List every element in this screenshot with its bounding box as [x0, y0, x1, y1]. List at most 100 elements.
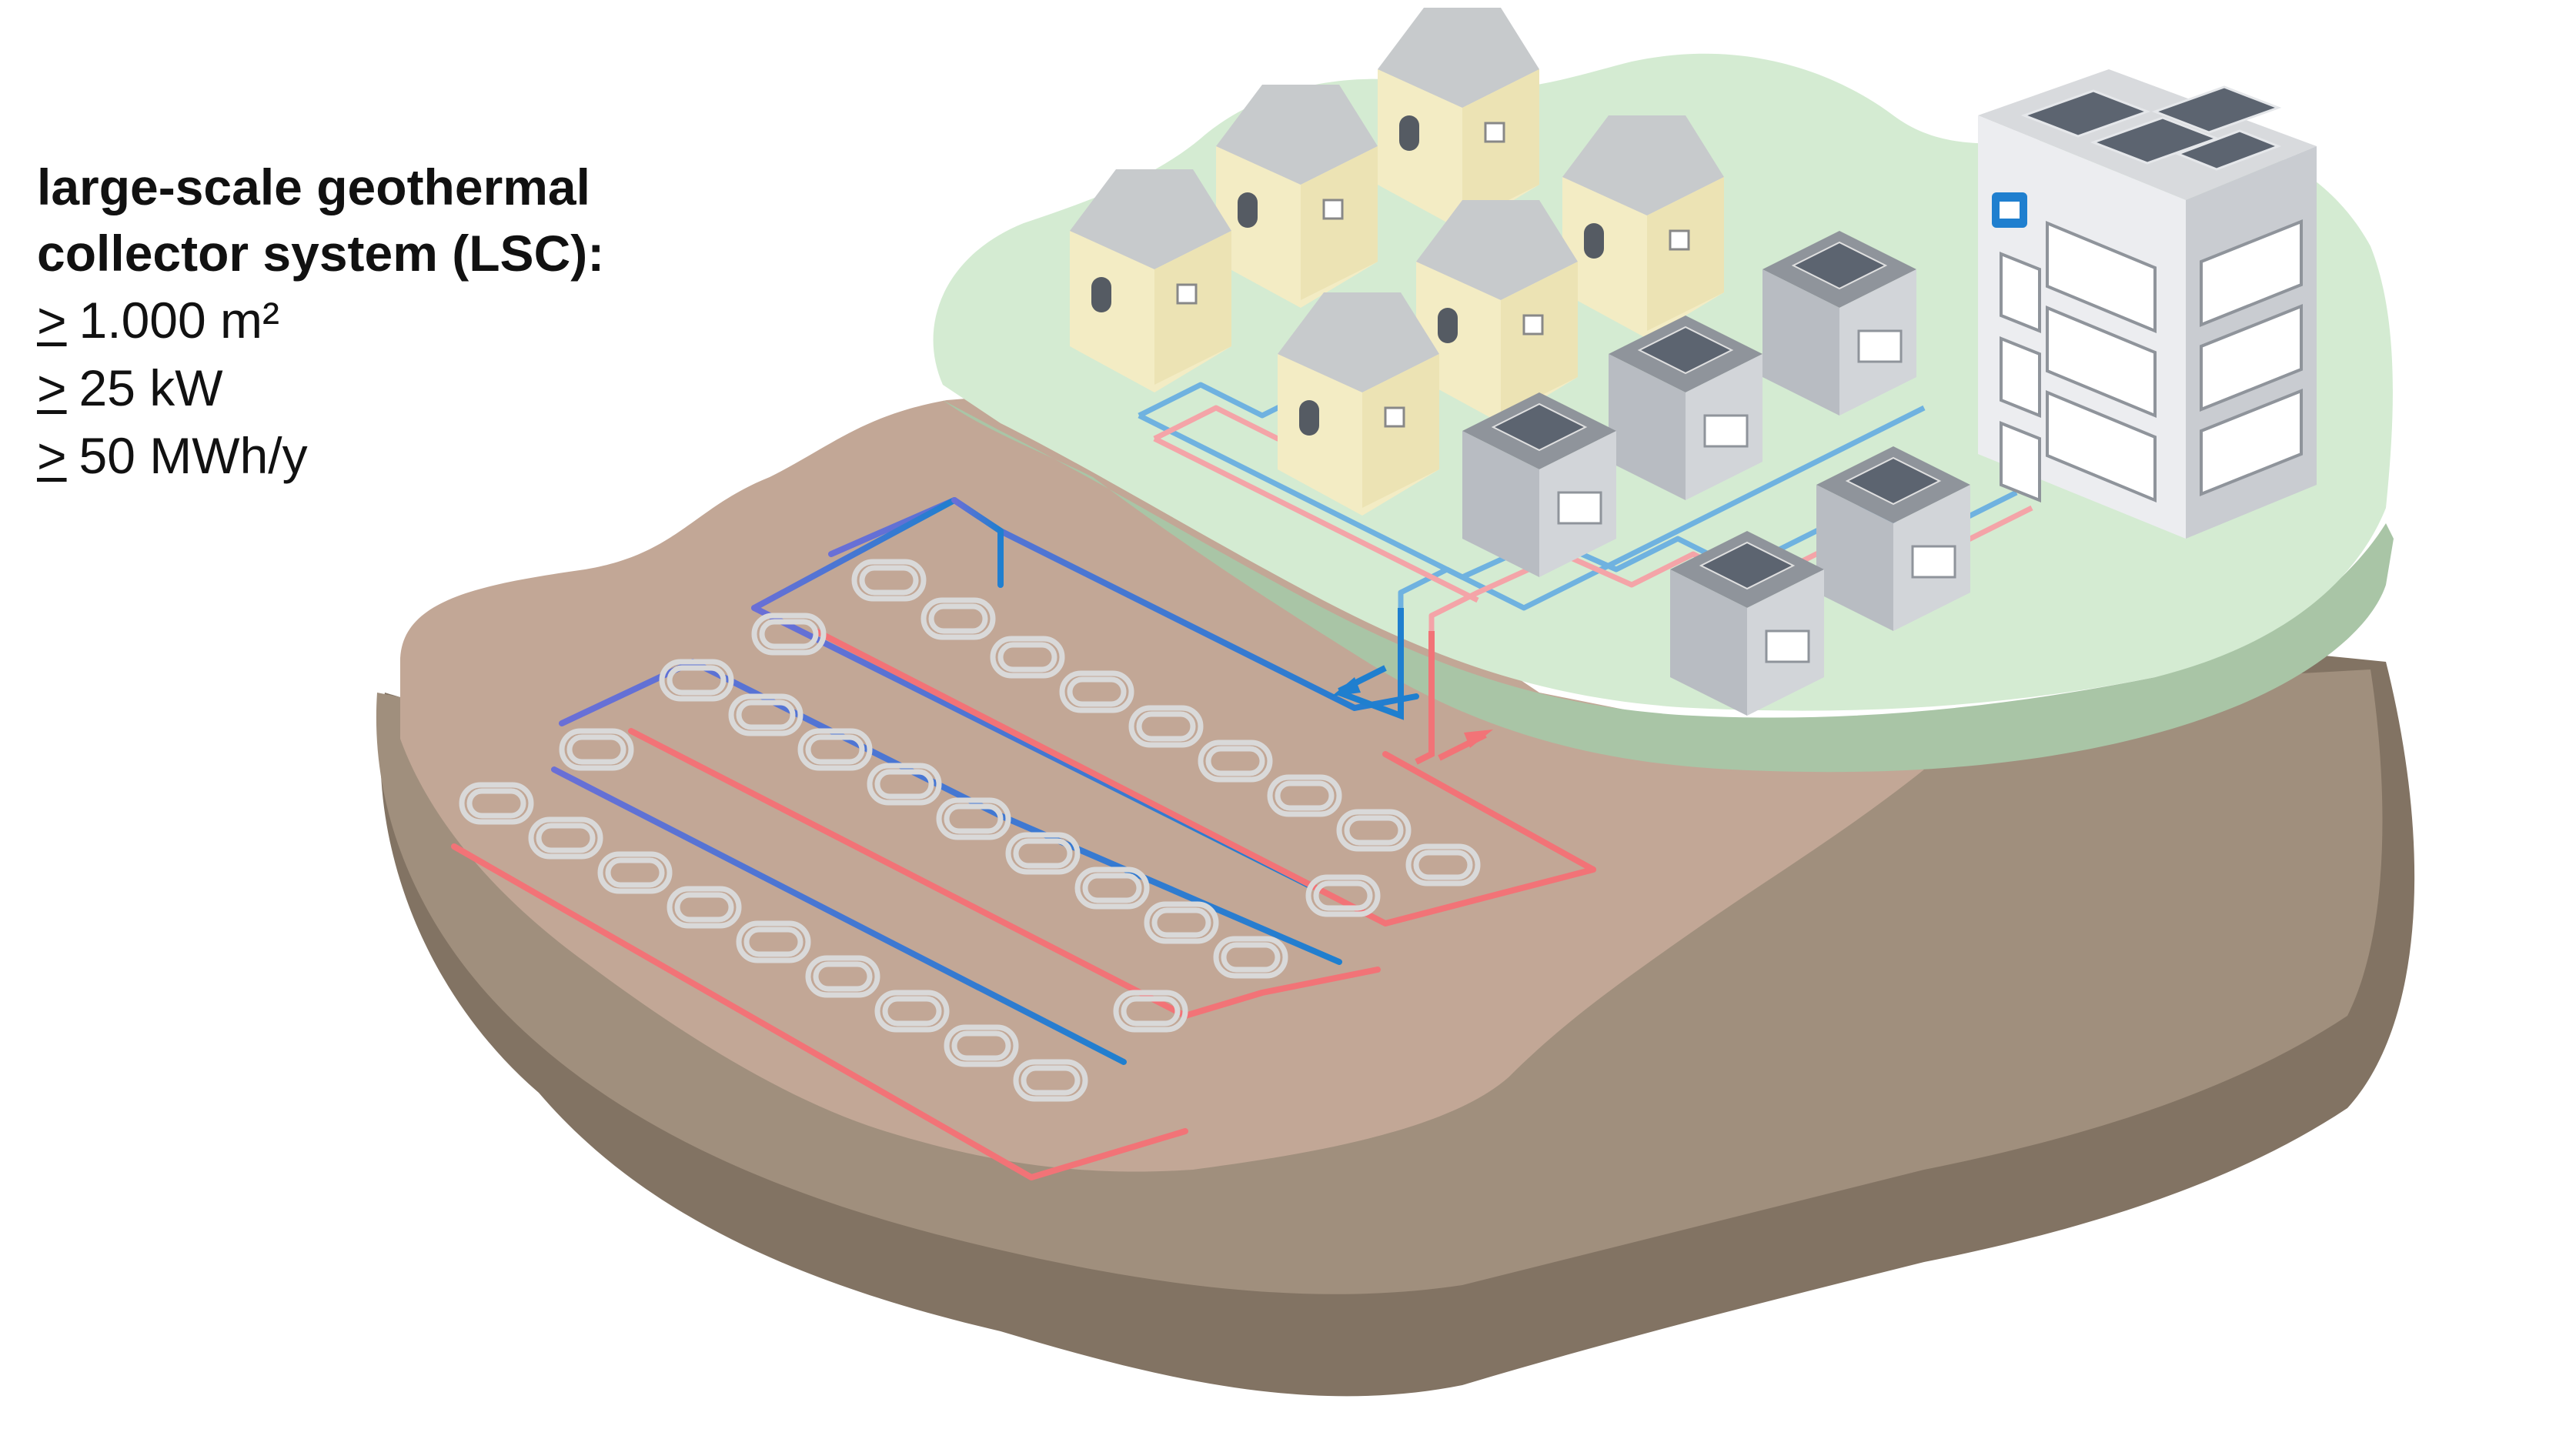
collector-loop: [1074, 866, 1150, 910]
spec-power-symbol: >: [37, 359, 67, 416]
arrow-up-right-icon: [1438, 730, 1493, 761]
collector-loop: [1067, 676, 1127, 707]
collector-loop: [813, 961, 873, 992]
legend-title-line-2: collector system (LSC):: [37, 225, 605, 282]
collector-loop: [851, 559, 927, 602]
cold-manifold-middle: [751, 497, 957, 611]
warm-connector: [1382, 751, 1596, 873]
collector-loop: [1213, 936, 1288, 979]
garage: [1609, 316, 1762, 500]
collector-loop: [736, 920, 811, 963]
collector-loop: [944, 1024, 1019, 1067]
arrow-down-left-icon: [1331, 665, 1387, 696]
collector-loop: [1275, 780, 1335, 811]
collector-loop: [1059, 670, 1134, 713]
collector-loop: [1344, 815, 1404, 846]
collector-loop: [1128, 705, 1204, 748]
collector-loop: [1013, 838, 1073, 869]
collector-loop: [667, 665, 727, 696]
collector-loop: [667, 886, 742, 929]
house: [1378, 8, 1539, 231]
collector-loop: [920, 597, 996, 640]
collector-loop: [805, 734, 865, 765]
warm-manifold-row1: [813, 628, 1596, 927]
office-windows: [2000, 219, 2303, 502]
cold-connector: [951, 497, 1004, 588]
collector-loop: [1198, 740, 1273, 783]
collector-loop: [867, 763, 942, 806]
lsc-legend: large-scale geothermal collector system …: [37, 154, 604, 489]
collector-loop: [1082, 873, 1142, 903]
collector-loop: [743, 927, 804, 957]
house: [1562, 115, 1724, 339]
warm-line-houses-b: [1153, 436, 1479, 603]
spec-area-value: 1.000 m²: [79, 292, 280, 349]
collector-loop: [759, 619, 819, 649]
collector-loop: [736, 699, 796, 730]
collector-loop: [928, 603, 988, 634]
collector-loop: [1144, 901, 1219, 944]
collector-loop: [859, 565, 919, 596]
collector-loops: [459, 559, 1481, 1102]
collector-loop: [951, 1030, 1011, 1061]
collector-loop: [997, 642, 1057, 673]
collector-loop: [1305, 874, 1381, 917]
warm-manifold-row3: [451, 843, 1188, 1180]
collector-loop: [936, 797, 1011, 840]
garage: [1462, 392, 1616, 577]
collector-loop: [1221, 942, 1281, 973]
collector-loop: [1136, 711, 1196, 742]
garage: [1816, 446, 1970, 631]
warm-riser: [1415, 631, 1435, 765]
collector-loop: [874, 769, 934, 800]
collector-loop: [1267, 774, 1342, 817]
collector-loop: [1121, 996, 1181, 1027]
collector-loop: [674, 892, 734, 923]
spec-energy-value: 50 MWh/y: [79, 427, 308, 484]
collector-loop: [728, 693, 804, 736]
cold-line-garages: [1461, 405, 1926, 611]
collector-loop: [990, 636, 1065, 679]
collector-loop: [944, 803, 1004, 834]
soil-top: [400, 385, 1924, 1172]
collector-loop: [1336, 809, 1412, 852]
collector-loop: [1013, 1059, 1088, 1102]
collector-loop: [874, 990, 950, 1033]
legend-title-line-1: large-scale geothermal: [37, 159, 590, 215]
collector-loop: [528, 816, 603, 860]
collector-loop: [1005, 832, 1081, 875]
spec-energy-symbol: >: [37, 427, 67, 484]
house: [1416, 200, 1578, 423]
collector-loop: [805, 955, 880, 998]
office-building: [1978, 69, 2317, 539]
house: [1070, 169, 1231, 392]
spec-area-symbol: >: [37, 292, 67, 349]
garages: [1462, 231, 1970, 716]
loop-row-a: [851, 559, 1481, 886]
collector-loop: [1413, 850, 1473, 880]
collector-loop: [1313, 880, 1373, 911]
spec-area: >1.000 m²: [37, 286, 604, 354]
cold-riser: [1338, 608, 1404, 720]
collector-loop: [536, 823, 596, 853]
collector-loop: [459, 782, 534, 825]
collector-loop: [466, 788, 526, 819]
collector-loop: [1205, 746, 1265, 776]
garage: [1670, 531, 1824, 716]
company-logo-icon: [1992, 192, 2027, 228]
loop-row-d: [559, 613, 1381, 1033]
collector-loop: [751, 613, 827, 656]
loop-row-c: [459, 782, 1088, 1102]
warm-manifolds: [451, 628, 1596, 1180]
spec-energy: >50 MWh/y: [37, 422, 604, 489]
collector-loop: [1021, 1065, 1081, 1096]
collector-loop: [1151, 907, 1211, 938]
loop-row-b: [659, 659, 1288, 979]
spec-power: >25 kW: [37, 354, 604, 422]
collector-field: [451, 497, 1596, 1180]
house: [1216, 85, 1378, 308]
garage: [1762, 231, 1916, 416]
collector-loop: [559, 728, 634, 771]
office-solar-panels: [2020, 85, 2282, 171]
